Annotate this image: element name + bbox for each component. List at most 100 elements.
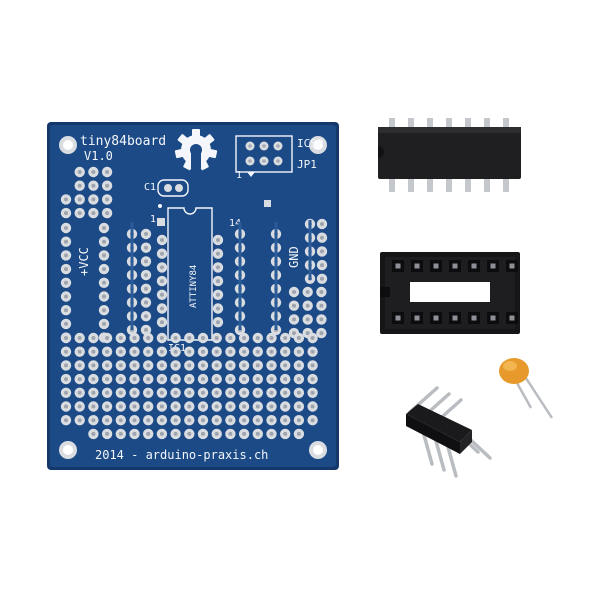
pcb-pad-hole [91, 183, 96, 188]
pcb-pad-hole [102, 321, 106, 326]
pcb-pad-hole [310, 418, 315, 423]
pcb-pad-hole [292, 303, 296, 308]
pcb-pad-hole [320, 263, 324, 268]
pcb-pad-hole [132, 418, 137, 423]
pcb-pad-hole [283, 418, 288, 423]
pcb-pad-hole [118, 431, 123, 436]
chip-leg [465, 118, 471, 130]
pcb-pad-hole [118, 390, 123, 395]
icsp-pads [245, 141, 283, 166]
pcb-pad-hole [160, 292, 164, 297]
pcb-pad-hole [283, 349, 288, 354]
pcb-pad-hole [242, 390, 247, 395]
pcb-pad-hole [173, 336, 178, 340]
pcb-pad-hole [216, 265, 220, 270]
pcb-pad-hole [77, 363, 82, 368]
pcb-pad-hole [319, 303, 324, 308]
socket-contact [414, 263, 420, 269]
pcb-pad-hole [91, 336, 96, 340]
pcb-pad-hole [77, 211, 82, 216]
pcb-pad-hole [310, 390, 315, 395]
pcb-pad-hole [319, 317, 324, 322]
pcb-pad-hole [77, 197, 82, 202]
pcb-pad-hole [255, 363, 260, 368]
pcb-pad-hole [64, 390, 68, 395]
pcb-pad-hole [64, 349, 68, 354]
pcb-pad-hole [310, 349, 315, 354]
chip-leg [408, 118, 414, 130]
pcb-pad-hole [146, 377, 151, 382]
pcb-pad-hole [255, 390, 260, 395]
ic-pin1-label: 1 [150, 214, 156, 225]
pcb-pad-hole [319, 290, 324, 294]
pcb-pad-hole [310, 377, 315, 382]
via-pad [264, 200, 271, 207]
pcb-pad-hole [296, 349, 301, 354]
chip-outline-label: ATTINY84 [189, 265, 199, 308]
pcb-pad-hole [159, 377, 164, 382]
pcb-pad-hole [91, 211, 96, 216]
pcb-pad-hole [255, 431, 260, 436]
socket-contact [452, 263, 458, 269]
pcb-pad-hole [146, 363, 151, 368]
pcb-pad-hole [173, 431, 178, 436]
pcb-pad-hole [91, 197, 96, 202]
pcb-pad-hole [77, 390, 82, 395]
pcb-pad-hole [173, 418, 178, 423]
pcb-pad-hole [91, 431, 96, 436]
socket-contact [471, 263, 477, 269]
pcb-pad-hole [160, 306, 164, 311]
pcb-pad-hole [305, 317, 310, 322]
pcb-pad-hole [64, 294, 68, 299]
pcb-pad-hole [187, 431, 192, 436]
pcb-pad-hole [105, 211, 110, 216]
icsp-outline [235, 135, 293, 173]
chip-leg [427, 178, 433, 192]
socket-contact [490, 315, 496, 321]
pcb-pad-hole [159, 390, 164, 395]
pcb-pad-hole [216, 279, 220, 284]
gear-logo-icon [174, 129, 218, 171]
pcb-pad-hole [228, 377, 233, 382]
pcb-pad-hole [64, 308, 68, 313]
pcb-pad-hole [144, 314, 148, 319]
pcb-pad-hole [255, 404, 260, 409]
pcb-pad-hole [187, 390, 192, 395]
pcb-pad-hole [320, 235, 324, 240]
pcb-pad-hole [105, 377, 110, 382]
pcb-pad-hole [105, 197, 110, 202]
pcb-pad-hole [214, 349, 219, 354]
pcb-pad-hole [159, 404, 164, 409]
pcb-pad-hole [292, 317, 296, 322]
pcb-pad-hole [242, 336, 247, 340]
pcb-pad-hole [132, 363, 137, 368]
pcb-pad-hole [64, 197, 68, 202]
pcb-pad-hole [255, 349, 260, 354]
pcb-pad-hole [64, 363, 68, 368]
c1-pad [164, 184, 172, 192]
pcb-pad-hole [187, 418, 192, 423]
pcb-pad-hole [105, 431, 110, 436]
pcb-pad-hole [173, 363, 178, 368]
pcb-pad-hole [144, 273, 148, 278]
gnd-label: GND [287, 246, 301, 268]
pcb-pad-hole [132, 390, 137, 395]
pcb-pad-hole [144, 300, 148, 305]
pcb-pad-hole [173, 349, 178, 354]
pcb-pad-hole [296, 404, 301, 409]
socket-contact [490, 263, 496, 269]
pcb-pad-hole [132, 349, 137, 354]
pcb-pad-hole [144, 327, 148, 332]
pcb-pad-hole [132, 377, 137, 382]
pcb-pad-hole [187, 336, 192, 340]
chip-leg [446, 118, 452, 130]
board-title: tiny84board [80, 134, 166, 149]
chip-leg [503, 178, 509, 192]
pcb-pad-hole [187, 349, 192, 354]
pcb-pad-hole [77, 183, 82, 188]
pcb-pad-hole [159, 336, 164, 340]
pcb-pad-hole [269, 336, 274, 340]
pcb-pad-hole [255, 377, 260, 382]
pcb-pad-hole [160, 320, 164, 325]
pcb-pad-hole [214, 418, 219, 423]
